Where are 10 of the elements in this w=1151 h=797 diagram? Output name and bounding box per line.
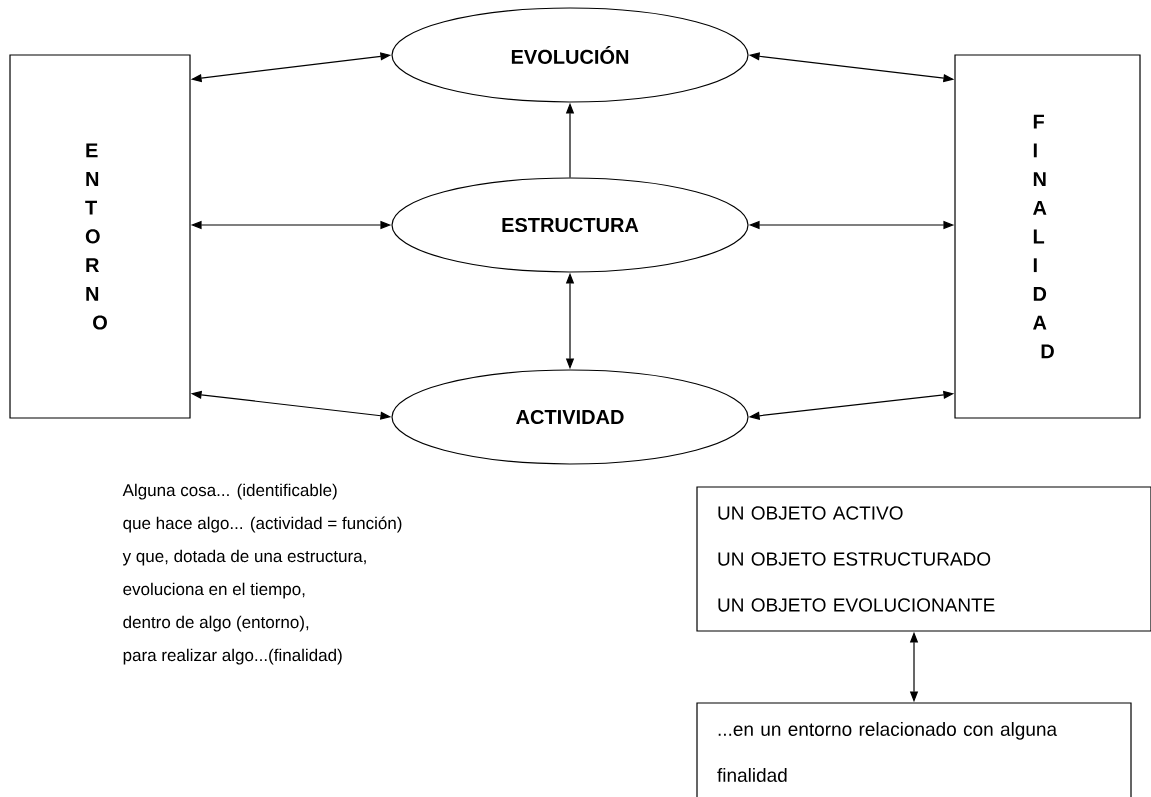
- description-text: y que, dotada de una estructura,: [122, 549, 366, 566]
- side-box: FINALIDAD: [954, 54, 1141, 419]
- description-text: Alguna cosa... (identificable): [122, 483, 337, 500]
- text-box: UN OBJETO ACTIVO UN OBJETO ESTRUCTURADO UN OBJETO EVOLUCIONANTE: [696, 486, 1151, 632]
- description-text: para realizar algo...(finalidad): [123, 648, 342, 665]
- description-text: que hace algo... (actividad = función): [123, 516, 402, 533]
- description-text: evoluciona en el tiempo,: [123, 582, 305, 599]
- text-box: ...en un entorno relacionado con alguna finalidad: [696, 702, 1132, 797]
- side-box: ENTORNO: [9, 54, 191, 419]
- description-text: dentro de algo (entorno),: [123, 615, 309, 632]
